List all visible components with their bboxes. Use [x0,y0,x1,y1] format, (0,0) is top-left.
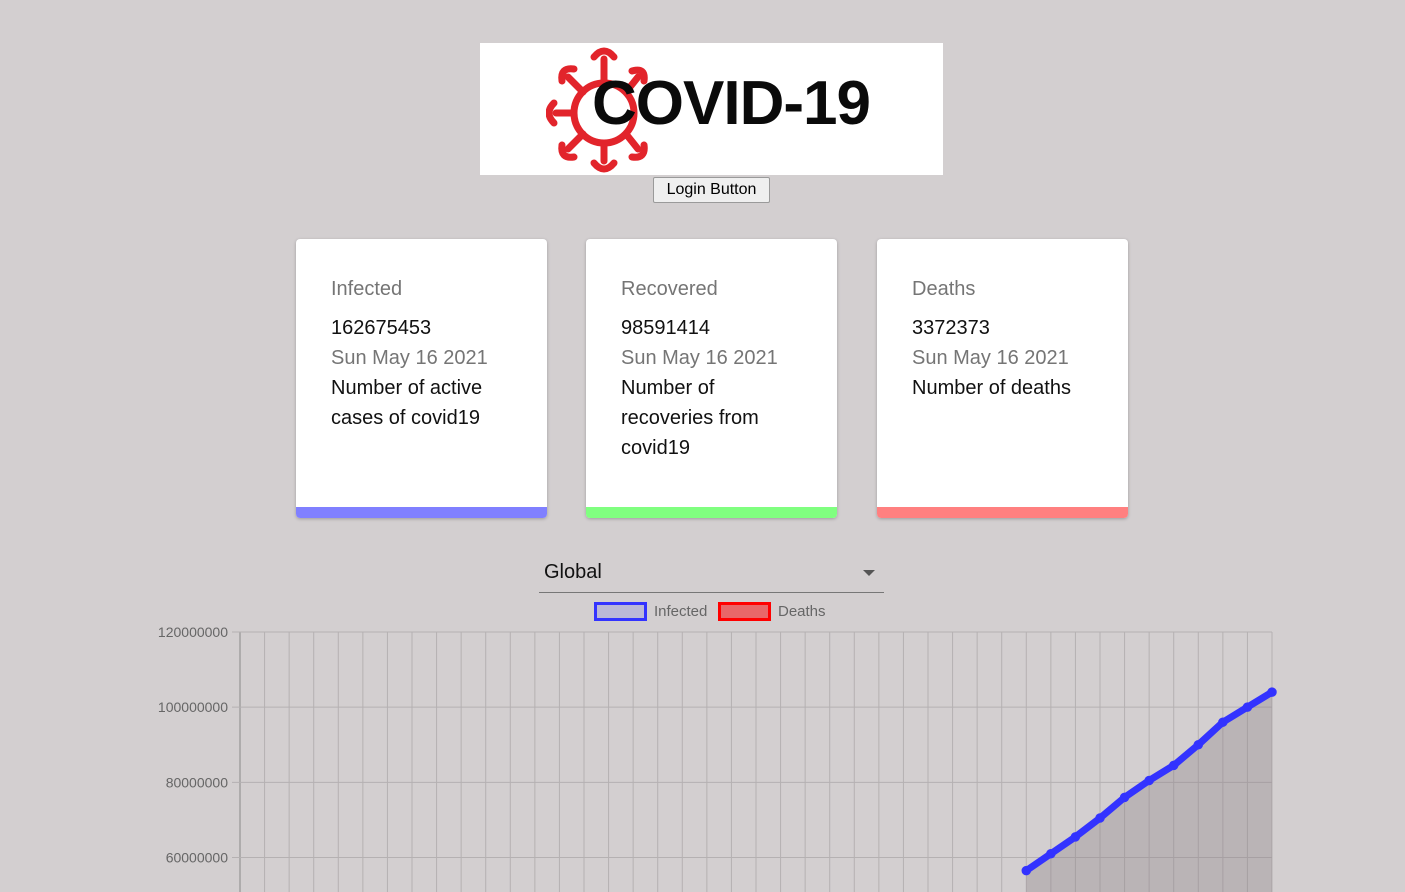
card-title: Deaths [912,278,976,300]
infected-point [1168,760,1179,771]
card-date: Sun May 16 2021 [621,347,778,369]
card-description: Number of deaths [912,377,1071,399]
infected-point [1119,792,1130,803]
card-description: Number of recoveries from covid19 [621,377,759,459]
card-title: Recovered [621,278,718,300]
country-select[interactable]: Global [539,556,884,593]
infected-point [1144,775,1154,786]
card-value: 162675453 [331,317,432,339]
card-color-bar [296,507,547,518]
chart-grid [232,631,1273,892]
infected-point [1242,702,1253,712]
infected-point [1046,848,1056,859]
infected-point [1095,813,1105,823]
y-tick-label: 100000000 [158,699,228,715]
y-tick-label: 80000000 [166,774,229,790]
card-description: Number of active cases of covid19 [331,377,483,429]
legend-swatch-deaths [718,602,771,621]
infected-point [1218,717,1228,727]
infected-point [1267,687,1277,697]
infected-point [1070,832,1081,842]
logo-text: COVID-19 [592,69,871,138]
y-tick-label: 120000000 [158,624,228,640]
deaths-card: Deaths 3372373 Sun May 16 2021 Number of… [877,239,1128,518]
legend-label-infected: Infected [654,603,708,620]
card-value: 3372373 [912,317,990,339]
infected-point [1193,740,1204,750]
login-button[interactable]: Login Button [653,177,770,203]
card-title: Infected [331,278,403,300]
infected-series-line [1022,688,1276,875]
card-color-bar [877,507,1128,518]
legend-label-deaths: Deaths [778,603,826,620]
chart-series [1021,687,1277,892]
virus-icon [546,47,648,173]
country-select-value: Global [544,561,602,583]
card-date: Sun May 16 2021 [331,347,488,369]
y-axis-ticks: 120000000 100000000 80000000 60000000 [158,624,228,866]
legend-swatch-infected [594,602,647,621]
card-color-bar [586,507,837,518]
infected-area [1026,692,1272,892]
y-tick-label: 60000000 [166,850,229,866]
chevron-down-icon[interactable] [863,570,875,576]
recovered-card: Recovered 98591414 Sun May 16 2021 Numbe… [586,239,837,518]
covid-logo: COVID-19 [480,43,943,175]
card-value: 98591414 [621,317,710,339]
infected-point [1021,865,1032,876]
infected-card: Infected 162675453 Sun May 16 2021 Numbe… [296,239,547,518]
card-date: Sun May 16 2021 [912,347,1069,369]
